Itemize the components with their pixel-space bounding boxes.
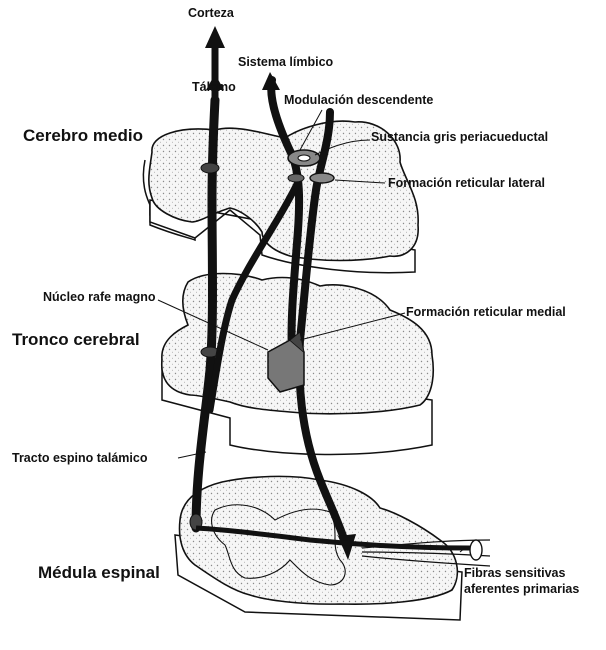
label-talamo: Tálamo (192, 80, 236, 94)
label-sistema-limbico: Sistema límbico (238, 55, 333, 69)
label-cerebro-medio: Cerebro medio (23, 126, 143, 146)
label-formacion-reticular-lateral: Formación reticular lateral (388, 176, 545, 190)
label-tracto-espino-talamico: Tracto espino talámico (12, 451, 147, 465)
label-corteza: Corteza (188, 6, 234, 20)
label-formacion-reticular-medial: Formación reticular medial (406, 305, 566, 319)
label-medula-espinal: Médula espinal (38, 563, 160, 583)
label-fibras-line2: aferentes primarias (464, 582, 579, 596)
label-tronco-cerebral: Tronco cerebral (12, 330, 140, 350)
label-nucleo-rafe-magno: Núcleo rafe magno (43, 290, 156, 304)
label-fibras-line1: Fibras sensitivas (464, 566, 565, 580)
label-sustancia-gris: Sustancia gris periacueductal (371, 130, 548, 144)
label-modulacion-descendente: Modulación descendente (284, 93, 433, 107)
